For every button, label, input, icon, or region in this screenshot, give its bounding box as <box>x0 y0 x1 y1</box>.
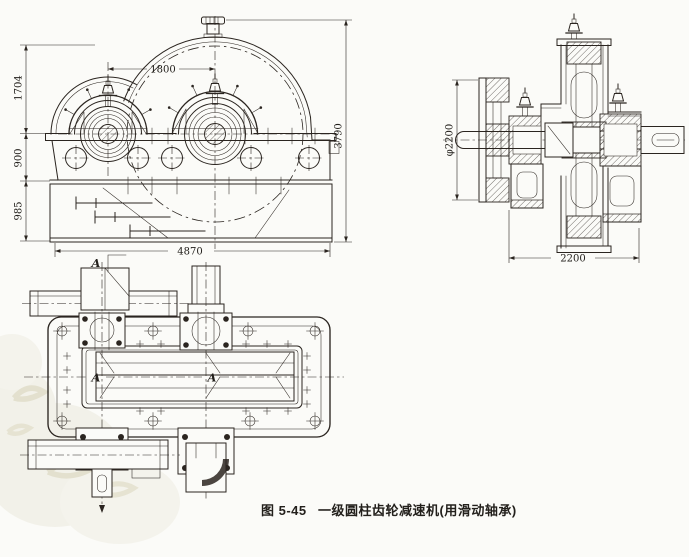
housing-outline <box>45 36 340 181</box>
pinion-bearing <box>64 75 152 162</box>
front-view: 1704 900 985 1800 3790 4870 <box>14 16 352 258</box>
front-dimensions: 1704 900 985 1800 3790 4870 <box>14 19 352 258</box>
input-coupling-box <box>80 267 130 311</box>
anchor-bolts <box>75 196 206 238</box>
dim-height-upper: 1704 <box>14 75 25 100</box>
side-view: φ2200 2200 <box>443 13 687 265</box>
gear-cylinders <box>95 351 295 402</box>
housing-holes <box>62 145 323 171</box>
figure-caption: 图 5-45 一级圆柱齿轮减速机(用滑动轴承) <box>261 503 517 518</box>
gear-bearing-oiler <box>205 73 225 105</box>
section-mark-left: A <box>91 371 101 385</box>
dim-gear-diameter: φ2200 <box>445 124 456 156</box>
flange-bolts <box>53 322 324 430</box>
output-shaft-stub-top <box>187 265 225 315</box>
top-oiler <box>565 13 583 40</box>
dim-height-mid: 900 <box>14 148 25 167</box>
section-mark-right: A <box>207 371 217 385</box>
dim-overall-height: 3790 <box>334 123 345 148</box>
section-leader: A <box>91 254 127 273</box>
pinion-shaft-end <box>91 468 113 498</box>
dim-housing-width: 2200 <box>560 254 585 265</box>
dim-center-distance: 1800 <box>150 65 175 76</box>
left-bearing-oiler <box>516 87 534 117</box>
side-dimensions: φ2200 2200 <box>445 79 640 265</box>
gear-bearing <box>167 73 263 165</box>
dim-overall-length: 4870 <box>177 247 202 258</box>
right-bearing-oiler <box>609 83 627 113</box>
right-bearing-section <box>599 83 642 223</box>
dim-height-base: 985 <box>14 201 25 220</box>
output-shaft-end <box>185 442 229 493</box>
left-bearing-section <box>508 87 544 209</box>
bottom-rail <box>20 439 180 479</box>
breather-cap <box>201 16 225 38</box>
figure-title: 一级圆柱齿轮减速机(用滑动轴承) <box>318 503 517 518</box>
pinion-bearing-oiler <box>98 75 118 107</box>
plan-view: A <box>20 254 344 513</box>
section-label-a: A <box>91 256 101 270</box>
base-foundation <box>49 176 333 243</box>
figure-number: 图 5-45 <box>261 503 307 518</box>
stud-marks <box>63 340 311 415</box>
side-shaft <box>478 122 685 158</box>
